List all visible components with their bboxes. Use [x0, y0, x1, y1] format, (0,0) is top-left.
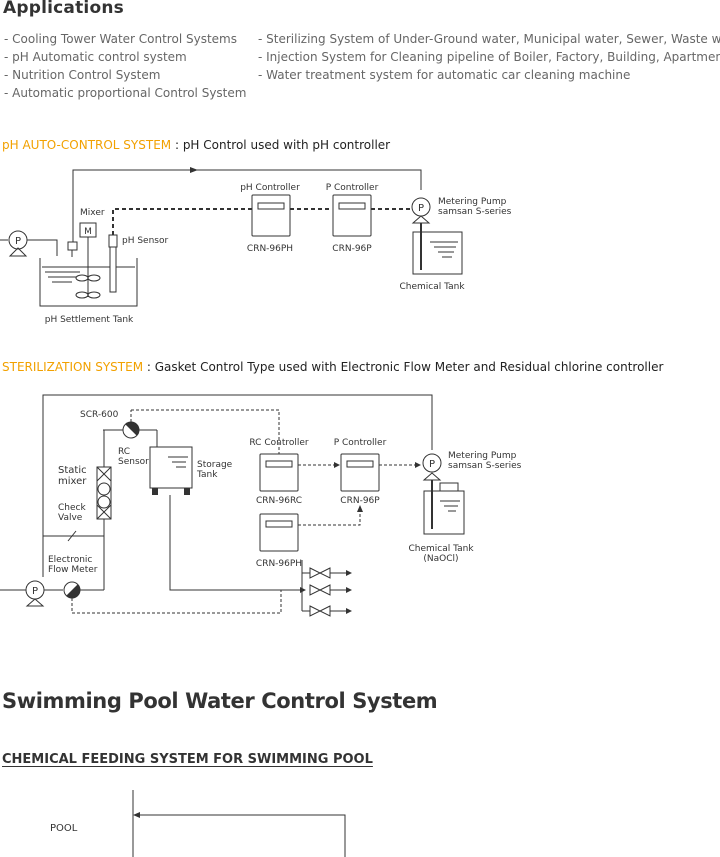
page-title: Applications: [3, 0, 124, 18]
pool-diagram: POOL: [50, 790, 346, 857]
mixer-box-label: M: [84, 227, 92, 237]
ph-sensor-label: pH Sensor: [122, 236, 168, 246]
feed-pump-label: P: [15, 236, 21, 247]
ph-system-diagram: P Mixer M pH Sensor pH Controller CRN-96…: [0, 167, 512, 325]
metering-pump-icon-2: [422, 453, 442, 473]
application-item: - Sterilizing System of Under-Ground wat…: [258, 32, 720, 46]
rc-controller-label: RC Controller: [249, 438, 309, 448]
static-mixer-label: Static: [58, 465, 87, 476]
metering-pump-label-2: Metering Pump: [448, 451, 517, 461]
sterilization-heading-text: : Gasket Control Type used with Electron…: [143, 360, 664, 374]
flow-meter-label-2: Flow Meter: [48, 565, 98, 575]
rc-sensor-label: RC: [118, 447, 130, 457]
metering-pump-symbol: P: [418, 203, 424, 214]
ph-controller-label: pH Controller: [240, 183, 300, 193]
metering-pump-series-2: samsan S-series: [448, 461, 522, 471]
p-controller-model-2: CRN-96P: [340, 496, 380, 506]
p-controller-device: [332, 194, 372, 237]
outlet-valve-icon: [302, 605, 352, 617]
p-controller-label-2: P Controller: [334, 438, 387, 448]
chemical-tank-sublabel: (NaOCl): [423, 554, 458, 564]
ph-sensor-icon: [108, 234, 118, 248]
check-valve-icon: [67, 530, 77, 542]
swimming-pool-subtitle: CHEMICAL FEEDING SYSTEM FOR SWIMMING POO…: [2, 752, 373, 767]
application-item: - Automatic proportional Control System: [4, 86, 247, 100]
p-controller-device-2: [340, 453, 380, 492]
rc-controller-device: [259, 453, 299, 492]
sterilization-heading: STERILIZATION SYSTEM : Gasket Control Ty…: [2, 360, 663, 374]
settlement-tank-label: pH Settlement Tank: [45, 315, 134, 325]
supply-pump-label: P: [32, 586, 38, 597]
application-item: - pH Automatic control system: [4, 50, 187, 64]
p-controller-label: P Controller: [326, 183, 379, 193]
application-item: - Injection System for Cleaning pipeline…: [258, 50, 720, 64]
chemical-tank-label: Chemical Tank: [399, 282, 465, 292]
storage-tank-label-2: Tank: [196, 470, 218, 480]
chemical-tank-label-2: Chemical Tank: [408, 544, 474, 554]
chemical-tank-icon-2: [423, 490, 465, 535]
pool-label: POOL: [50, 823, 78, 834]
flow-meter-label: Electronic: [48, 555, 92, 565]
storage-tank-label: Storage: [197, 460, 233, 470]
swimming-pool-title: Swimming Pool Water Control System: [2, 689, 438, 713]
scr-label: SCR-600: [80, 410, 119, 420]
ph-controller-model: CRN-96PH: [247, 244, 293, 254]
check-valve-label: Check: [58, 503, 86, 513]
rc-sensor-label-2: Sensor: [118, 457, 149, 467]
applications-list-left: - Cooling Tower Water Control Systems - …: [4, 30, 246, 102]
ph-controller-device-2: [259, 513, 299, 552]
applications-list-right: - Sterilizing System of Under-Ground wat…: [258, 30, 720, 84]
rc-controller-model: CRN-96RC: [256, 496, 302, 506]
metering-pump-series: samsan S-series: [438, 207, 512, 217]
application-item: - Cooling Tower Water Control Systems: [4, 32, 237, 46]
sterilization-heading-highlight: STERILIZATION SYSTEM: [2, 360, 144, 374]
application-item: - Water treatment system for automatic c…: [258, 68, 631, 82]
ph-system-heading-highlight: pH AUTO-CONTROL SYSTEM: [2, 138, 172, 152]
outlet-valve-icon: [302, 567, 352, 579]
application-item: - Nutrition Control System: [4, 68, 161, 82]
ph-system-heading: pH AUTO-CONTROL SYSTEM : pH Control used…: [2, 138, 390, 152]
p-controller-model: CRN-96P: [332, 244, 372, 254]
static-mixer-label-2: mixer: [58, 476, 87, 487]
outlet-valve-icon: [309, 584, 352, 596]
check-valve-label-2: Valve: [58, 513, 83, 523]
metering-pump-label: Metering Pump: [438, 197, 507, 207]
sterilization-diagram: SCR-600 RC Sensor Storage Tank Static mi…: [0, 394, 522, 617]
ph-system-heading-text: : pH Control used with pH controller: [171, 138, 391, 152]
metering-pump-symbol-2: P: [429, 459, 435, 470]
mixer-label: Mixer: [80, 208, 105, 218]
ph-controller-model-2: CRN-96PH: [256, 559, 302, 569]
ph-controller-device: [251, 194, 291, 237]
